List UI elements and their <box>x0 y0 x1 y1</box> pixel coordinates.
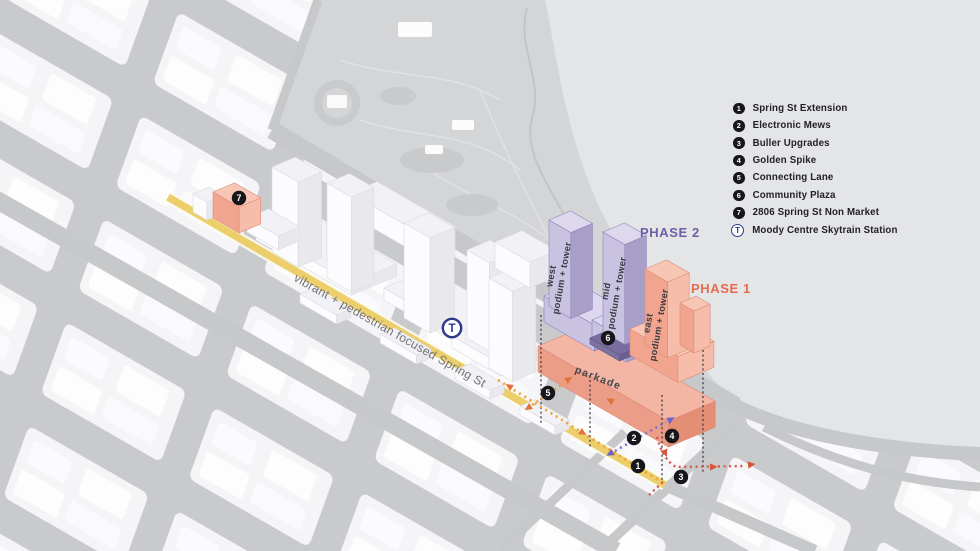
marker-3-buller-upgrades: 3 <box>673 469 689 485</box>
legend-number-icon: 7 <box>733 206 745 219</box>
svg-text:5: 5 <box>546 388 551 398</box>
east-podium-step <box>693 303 711 354</box>
context-tower <box>403 212 455 239</box>
path-arrow-icon <box>709 463 718 471</box>
legend-number-icon: 5 <box>733 172 745 184</box>
svg-text:east: east <box>641 313 654 334</box>
svg-text:3: 3 <box>679 472 684 482</box>
context-tower <box>351 187 375 293</box>
legend-number-icon: 4 <box>733 154 745 167</box>
path-arrow-icon <box>505 383 514 392</box>
south-road <box>0 191 621 551</box>
legend-number-icon: 3 <box>733 137 745 149</box>
svg-text:mid: mid <box>600 282 613 301</box>
west-tower <box>570 223 593 319</box>
marker-5-connecting-lane: 5 <box>540 385 556 401</box>
buller-upgrades-path <box>655 436 747 469</box>
east-podium-step <box>679 302 695 354</box>
svg-text:6: 6 <box>606 333 611 343</box>
mid-tower <box>602 222 647 245</box>
legend-item-community-plaza: 6 Community Plaza <box>733 189 898 202</box>
legend: 1 Spring St Extension 2 Electronic Mews … <box>731 102 898 237</box>
context-tower <box>429 227 455 334</box>
site-boundary-drop-lines <box>540 315 704 481</box>
legend-item-spring-st-extension: 1 Spring St Extension <box>733 102 898 115</box>
svg-text:7: 7 <box>237 193 242 203</box>
path-arrow-icon <box>564 376 573 385</box>
marker-2-electronic-mews: 2 <box>626 430 642 446</box>
path-arrow-icon <box>660 448 668 458</box>
path-arrow-icon <box>606 398 615 406</box>
svg-text:2: 2 <box>632 433 637 443</box>
legend-item-buller-upgrades: 3 Buller Upgrades <box>733 137 898 150</box>
map-markers: 1 2 3 4 5 6 7 <box>231 190 689 485</box>
context-tower <box>326 182 352 293</box>
legend-item-connecting-lane: 5 Connecting Lane <box>733 172 898 185</box>
context-tower <box>271 156 322 183</box>
legend-number-icon: 6 <box>733 189 745 202</box>
marker-6-community-plaza: 6 <box>600 330 616 346</box>
legend-item-skytrain-station: T Moody Centre Skytrain Station <box>731 223 898 237</box>
context-tower <box>403 222 431 334</box>
context-lowrise <box>299 287 352 316</box>
marker-1-spring-st-extension: 1 <box>630 458 646 474</box>
legend-item-electronic-mews: 2 Electronic Mews <box>733 119 898 132</box>
west-tower <box>548 210 593 233</box>
path-arrow-icon <box>606 448 615 456</box>
svg-text:1: 1 <box>636 461 641 471</box>
path-arrows <box>505 376 756 471</box>
skytrain-station-icon: T <box>441 317 463 339</box>
context-lowrise <box>379 327 432 356</box>
connecting-lane-path <box>531 380 567 407</box>
context-lowrise <box>519 399 570 427</box>
context-tower <box>466 249 490 352</box>
svg-text:4: 4 <box>670 431 675 441</box>
context-tower <box>512 281 537 382</box>
legend-item-2806-spring-st: 7 2806 Spring St Non Market <box>733 206 898 219</box>
creek <box>523 7 576 236</box>
path-arrow-icon <box>524 402 533 411</box>
waterfront-road <box>732 399 980 461</box>
legend-item-golden-spike: 4 Golden Spike <box>733 154 898 167</box>
phase-2-label: PHASE 2 <box>640 225 700 240</box>
context-tower <box>297 171 322 268</box>
marker-7-2806-spring-st: 7 <box>231 190 247 206</box>
path-arrow-icon <box>666 417 675 425</box>
svg-text:T: T <box>448 323 455 335</box>
path-arrow-icon <box>578 427 587 436</box>
legend-number-icon: 2 <box>733 119 745 132</box>
context-tower <box>326 173 375 198</box>
context-tower <box>488 277 513 382</box>
marker-4-golden-spike: 4 <box>664 428 680 444</box>
phase-1-label: PHASE 1 <box>691 281 751 296</box>
east-tower <box>644 259 690 283</box>
svg-text:west: west <box>544 264 558 288</box>
east-podium-step <box>679 295 711 312</box>
legend-number-icon: 1 <box>733 102 745 115</box>
roundabout <box>314 80 360 126</box>
skytrain-t-icon: T <box>731 223 745 237</box>
path-arrow-icon <box>747 461 756 469</box>
